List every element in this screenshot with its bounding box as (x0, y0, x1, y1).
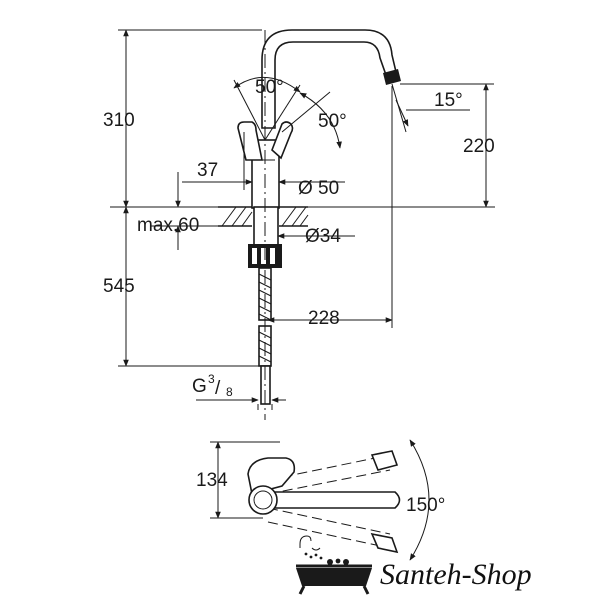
brand-name: Santeh-Shop (380, 558, 532, 591)
plan-view: 134 150° (196, 439, 445, 561)
aerator (383, 69, 401, 85)
brand-logo: Santeh-Shop (296, 535, 532, 595)
dim-50-degree-side: 50° (318, 111, 347, 132)
dim-228: 228 (308, 308, 340, 329)
svg-text:/: / (215, 378, 221, 399)
spout-plan (261, 491, 401, 509)
dim-150-degree: 150° (406, 495, 445, 516)
shank (253, 206, 279, 246)
dim-max-60: max.60 (137, 215, 199, 236)
dim-thread-g: G (192, 376, 207, 397)
dim-diameter-34: Ø34 (305, 226, 341, 247)
dim-50-degree-top: 50° (255, 77, 284, 98)
bathtub-shower-icon (296, 535, 372, 595)
dim-thread-num: 3 (208, 372, 215, 386)
lever-plan (247, 457, 296, 495)
dim-thread-den: 8 (226, 385, 233, 399)
dim-220: 220 (463, 136, 495, 157)
dim-134: 134 (196, 470, 228, 491)
dim-310: 310 (103, 110, 135, 131)
deck-section (218, 206, 309, 227)
dim-545: 545 (103, 276, 135, 297)
dim-37: 37 (197, 160, 218, 181)
dim-15-degree: 15° (434, 90, 463, 111)
side-view: 310 545 220 15° 50° 50° 37 Ø 50 max.60 (103, 29, 495, 420)
body-plan (248, 485, 278, 515)
dim-diameter-50: Ø 50 (298, 178, 339, 199)
